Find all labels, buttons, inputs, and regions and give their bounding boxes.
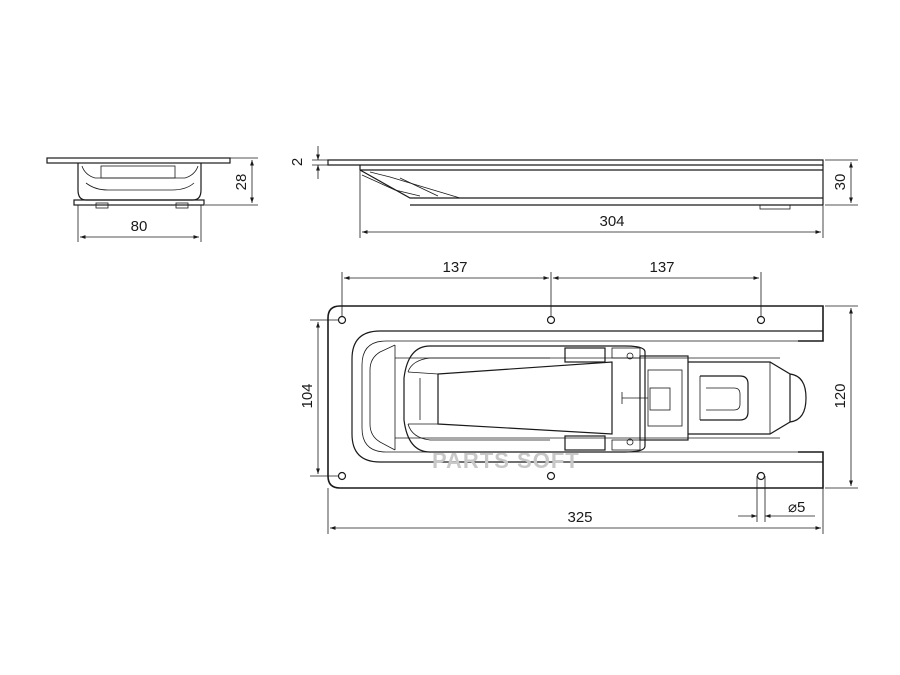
mounting-hole-icon: [756, 471, 766, 481]
side-view: [312, 159, 858, 238]
dim-label-325: 325: [567, 509, 592, 526]
dim-side-length: 304: [362, 213, 821, 234]
dim-overall-length: 325: [330, 509, 821, 530]
mounting-hole-icon: [337, 471, 347, 481]
mounting-hole-icon: [546, 315, 556, 325]
dim-end-width: 80: [80, 218, 199, 239]
dim-label-80: 80: [131, 218, 148, 235]
dim-label-137-right: 137: [649, 259, 674, 276]
dim-outer-width: 120: [832, 308, 853, 486]
mounting-hole-icon: [337, 315, 347, 325]
watermark-text: PARTS SOFT: [432, 448, 580, 473]
dim-inner-width: 104: [299, 322, 320, 474]
dim-hole-spacing-left: 137: [344, 259, 549, 280]
dim-label-137-left: 137: [442, 259, 467, 276]
mounting-hole-icon: [546, 471, 556, 481]
plan-view: [310, 272, 858, 534]
mounting-hole-icon: [756, 315, 766, 325]
dim-label-28: 28: [233, 174, 250, 191]
end-view: [46, 157, 258, 242]
dim-label-diameter-5: ⌀5: [788, 499, 805, 516]
dim-end-height: 28: [233, 160, 254, 203]
dim-hole-diameter: ⌀5: [738, 499, 815, 518]
dim-label-2: 2: [289, 158, 306, 166]
dim-label-30: 30: [832, 174, 849, 191]
dim-label-304: 304: [599, 213, 624, 230]
dim-label-104: 104: [299, 383, 316, 408]
dim-label-120: 120: [832, 383, 849, 408]
dim-plate-thickness: 2: [289, 146, 320, 179]
dim-side-height: 30: [832, 162, 853, 203]
dim-hole-spacing-right: 137: [553, 259, 759, 280]
